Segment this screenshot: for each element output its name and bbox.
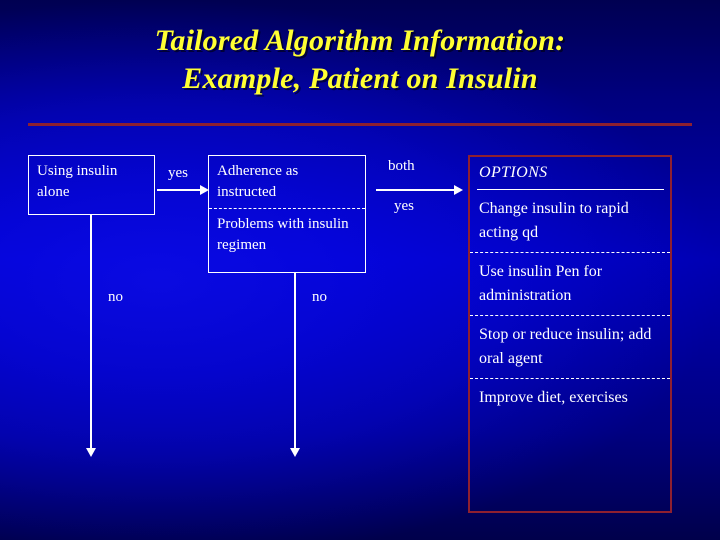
slide-title: Tailored Algorithm Information: Example,… (0, 22, 720, 98)
node-adherence-problems: Adherence as instructed Problems with in… (208, 155, 366, 273)
slide-title-line-1: Tailored Algorithm Information: (154, 24, 566, 57)
arrowhead-right-icon (454, 185, 463, 195)
edge-label-yes-to-adherence: yes (168, 165, 188, 181)
edge-label-yes-to-options: yes (394, 198, 414, 214)
node-adherence-row: Adherence as instructed (217, 163, 299, 200)
connector-adherence-to-options (376, 189, 456, 191)
arrowhead-down-icon (290, 448, 300, 457)
arrowhead-right-icon (200, 185, 209, 195)
options-item: Use insulin Pen for administration (470, 252, 670, 315)
options-item: Improve diet, exercises (470, 378, 670, 417)
options-panel-heading: OPTIONS (479, 164, 548, 181)
options-item: Change insulin to rapid acting qd (479, 200, 629, 241)
connector-using-no-branch (90, 215, 92, 451)
node-using-insulin-alone-label: Using insulin alone (37, 163, 118, 200)
edge-label-no-from-using: no (108, 289, 123, 305)
edge-label-both: both (388, 158, 415, 174)
node-using-insulin-alone: Using insulin alone (28, 155, 155, 215)
arrowhead-down-icon (86, 448, 96, 457)
options-item: Stop or reduce insulin; add oral agent (470, 315, 670, 378)
options-panel: OPTIONS Change insulin to rapid acting q… (468, 155, 672, 513)
connector-adherence-no-branch (294, 273, 296, 451)
title-divider-rule (28, 123, 692, 126)
connector-using-to-adherence (157, 189, 202, 191)
edge-label-no-from-adherence: no (312, 289, 327, 305)
options-heading-rule (477, 189, 664, 190)
node-problems-row: Problems with insulin regimen (209, 208, 365, 261)
slide-title-line-2: Example, Patient on Insulin (182, 62, 538, 95)
